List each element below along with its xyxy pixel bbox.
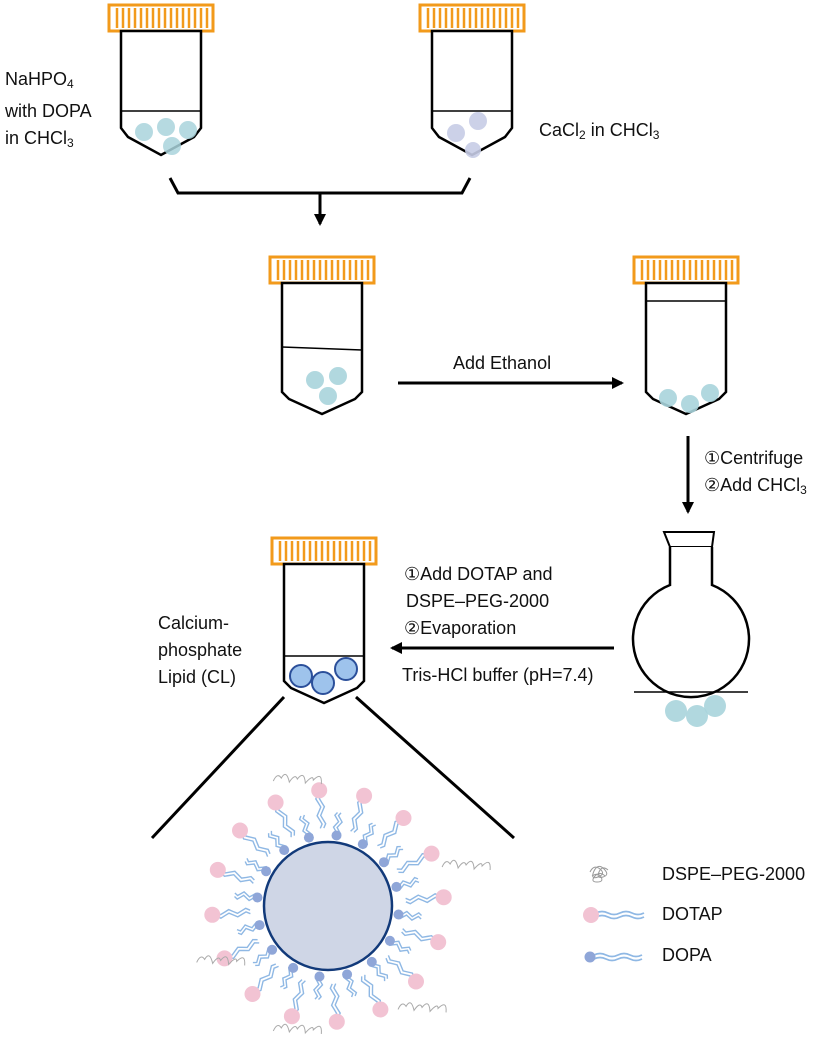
dotap-lipid-icon	[583, 907, 645, 923]
legend-label-dopa: DOPA	[662, 945, 712, 965]
calcium-phosphate-core	[262, 840, 394, 972]
tube-ethanol	[632, 255, 740, 416]
cl-nanoparticle	[196, 773, 491, 1035]
tube-cacl2	[418, 3, 526, 158]
label-buffer: Tris-HCl buffer (pH=7.4)	[402, 665, 594, 685]
peg-layer	[196, 773, 491, 1035]
label-add-ethanol: Add Ethanol	[453, 353, 552, 373]
round-bottom-flask	[631, 531, 751, 727]
label-dotap-steps: ①Add DOTAP and DSPE–PEG-2000 ②Evaporatio…	[404, 564, 553, 639]
peg-coil-icon	[589, 865, 609, 883]
zoom-line-left	[150, 695, 286, 840]
tube-nahpo4	[107, 3, 215, 157]
label-cl-product: Calcium- phosphate Lipid (CL)	[158, 613, 243, 687]
tube-mixed	[268, 255, 376, 416]
zoom-line-right	[355, 695, 515, 840]
tube-cl-product	[270, 536, 378, 705]
label-nahpo4: NaHPO4 with DOPA in CHCl3	[5, 69, 92, 150]
legend-label-dotap: DOTAP	[662, 904, 723, 924]
legend-label-peg: DSPE–PEG-2000	[662, 864, 806, 884]
label-centrifuge-steps: ①Centrifuge ②Add CHCl3	[704, 448, 807, 497]
combine-connector	[168, 177, 472, 226]
lipid-layer	[204, 782, 452, 1030]
label-cacl2: CaCl2 in CHCl3	[539, 120, 660, 142]
dopa-lipid-icon	[584, 951, 643, 963]
